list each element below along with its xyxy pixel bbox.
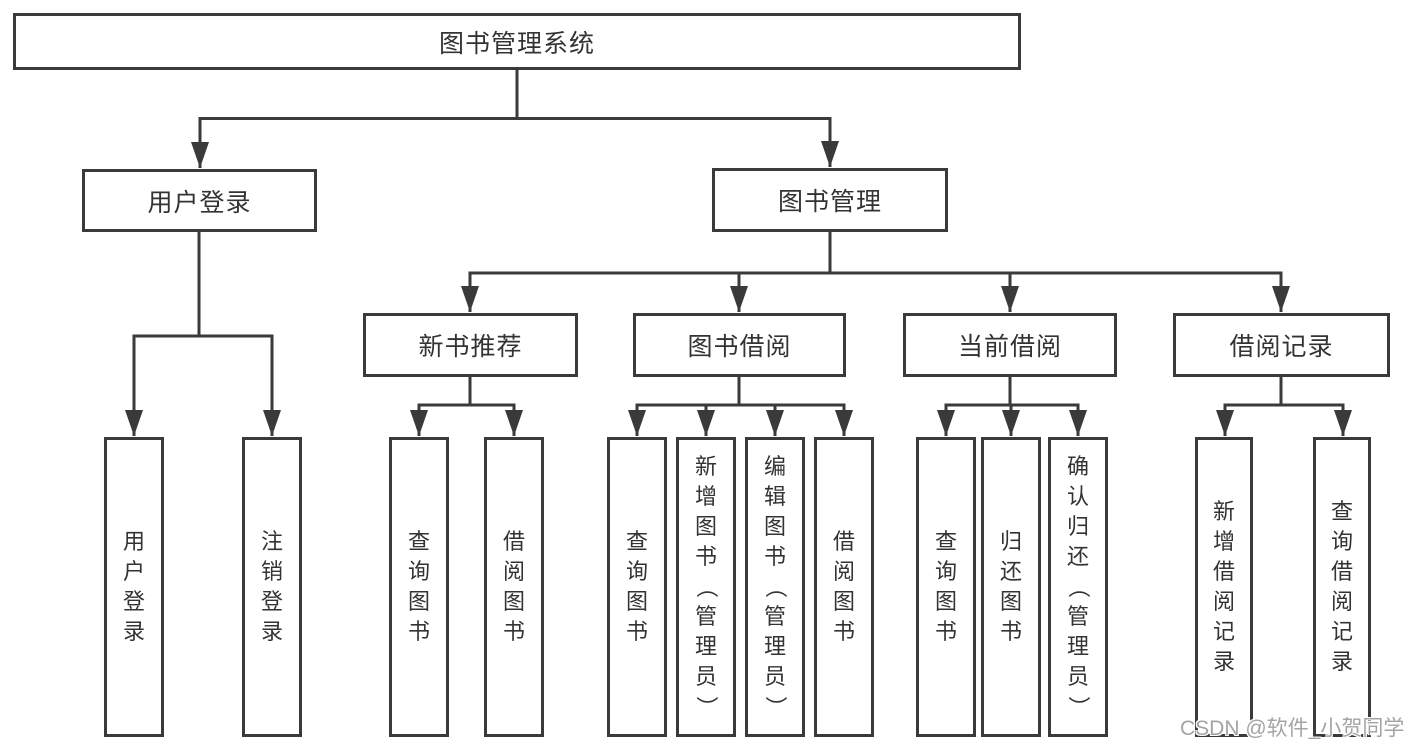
leaf-add-borrow-record: 新增借阅记录 [1195, 437, 1253, 737]
leaf-query-books-borrowing: 查询图书 [607, 437, 667, 737]
leaf-edit-book-admin: 编辑图书（管理员） [745, 437, 805, 737]
leaf-add-book-admin: 新增图书（管理员） [676, 437, 736, 737]
leaf-logout: 注销登录 [242, 437, 302, 737]
leaf-query-books-current: 查询图书 [916, 437, 976, 737]
node-new-book-recommendation: 新书推荐 [363, 313, 578, 377]
node-library-system: 图书管理系统 [13, 13, 1021, 70]
node-book-borrowing: 图书借阅 [633, 313, 846, 377]
node-book-management: 图书管理 [712, 168, 948, 232]
leaf-borrow-books-recommend: 借阅图书 [484, 437, 544, 737]
leaf-confirm-return-admin: 确认归还（管理员） [1048, 437, 1108, 737]
leaf-user-login: 用户登录 [104, 437, 164, 737]
leaf-return-books: 归还图书 [981, 437, 1041, 737]
leaf-borrow-books-borrowing: 借阅图书 [814, 437, 874, 737]
node-current-borrowing: 当前借阅 [903, 313, 1117, 377]
node-borrowing-records: 借阅记录 [1173, 313, 1390, 377]
leaf-query-books-recommend: 查询图书 [389, 437, 449, 737]
node-user-login: 用户登录 [82, 169, 317, 232]
watermark: CSDN @软件_小贺同学 [1180, 717, 1405, 740]
leaf-query-borrow-record: 查询借阅记录 [1313, 437, 1371, 737]
